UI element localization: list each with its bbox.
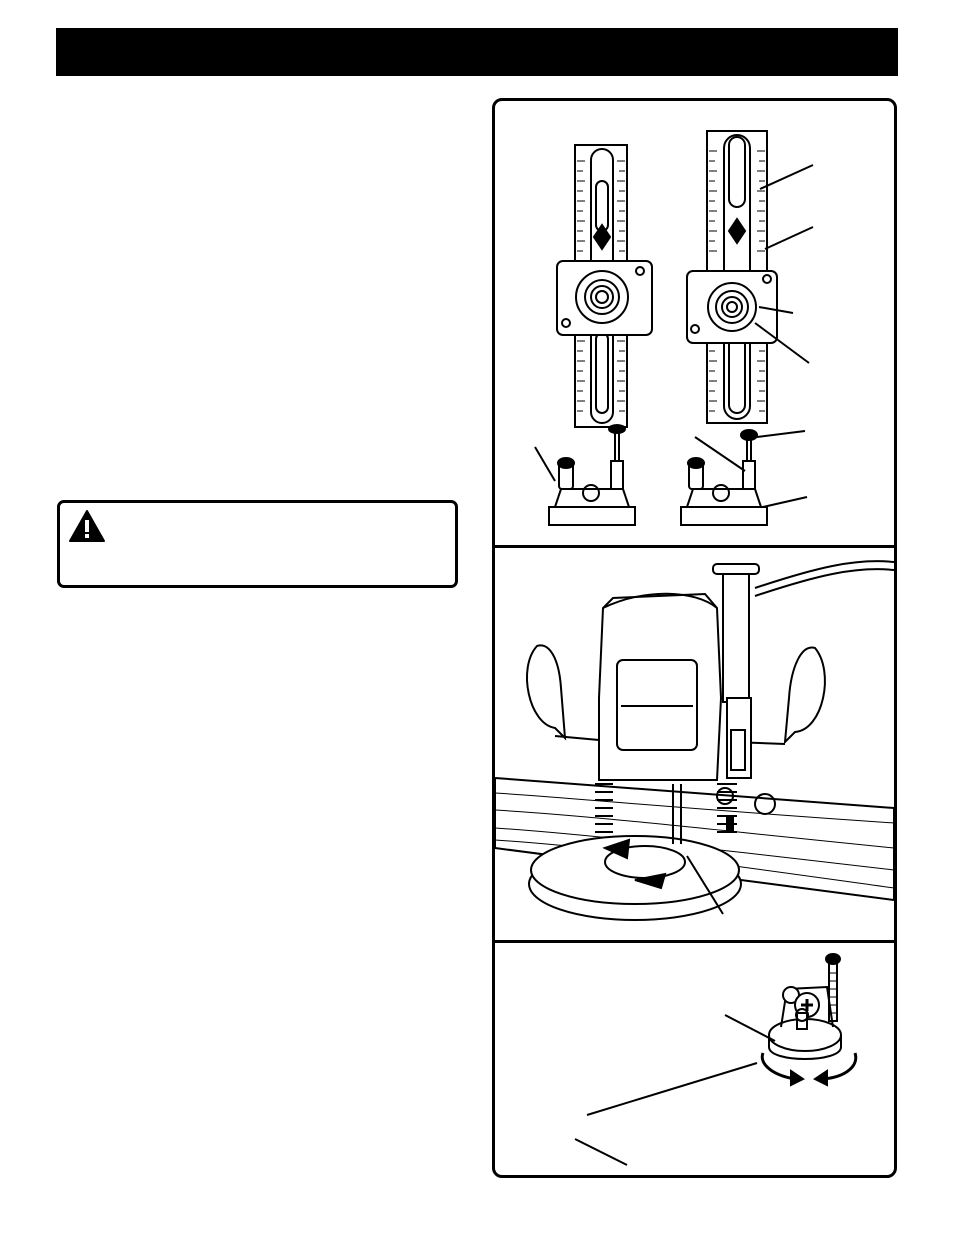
warning-triangle-icon <box>69 510 105 542</box>
figure-panel <box>492 98 897 1178</box>
section-header-bar <box>56 28 898 76</box>
turret-stop-figure <box>574 953 858 1166</box>
figure-divider-1 <box>495 545 894 548</box>
warning-box <box>57 500 458 588</box>
depth-adjustment-scale-figure <box>534 130 814 526</box>
plunge-router-figure <box>495 560 894 921</box>
figure-divider-2 <box>495 940 894 943</box>
